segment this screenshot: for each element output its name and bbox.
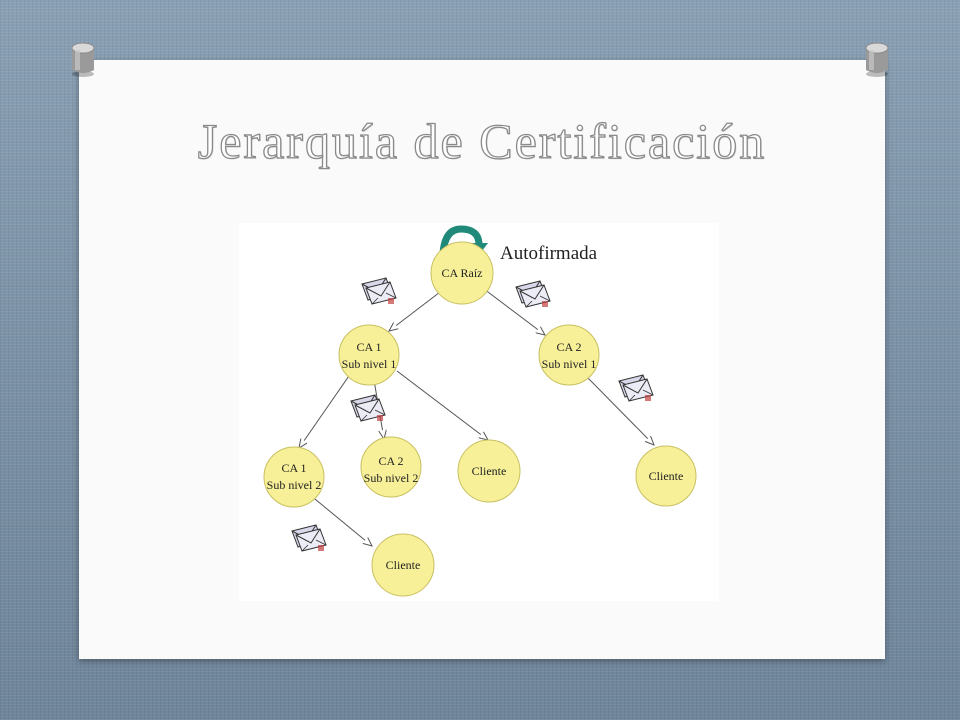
certification-hierarchy-diagram: Autofirmada CA Raíz CA 1 Sub nivel 1 CA … [239, 223, 719, 601]
pushpin-left-icon [71, 42, 95, 77]
diagram-edges [299, 288, 654, 546]
certificate-envelope-icon [618, 374, 654, 402]
certificate-envelope-icon [350, 394, 386, 422]
edge-ca1-cliente [396, 370, 488, 440]
node-ca2-sub-nivel-2: CA 2 Sub nivel 2 [360, 436, 422, 498]
node-label: Sub nivel 1 [342, 357, 397, 371]
node-ca1-sub-nivel-1: CA 1 Sub nivel 1 [338, 324, 400, 386]
pushpin-right-icon [865, 42, 889, 77]
node-cliente-3: Cliente [371, 533, 435, 597]
certificate-envelope-icon [291, 524, 327, 552]
edge-raiz-ca1 [389, 288, 445, 331]
certificate-envelope-icon [361, 277, 397, 305]
node-ca-raiz: CA Raíz [430, 241, 494, 305]
node-label: Cliente [386, 558, 421, 572]
edge-ca1-ca1sub2 [299, 372, 352, 448]
node-label: Sub nivel 2 [267, 478, 322, 492]
edge-ca1sub2-cliente [303, 489, 372, 546]
node-ca2-sub-nivel-1: CA 2 Sub nivel 1 [538, 324, 600, 386]
node-cliente-2: Cliente [635, 445, 697, 507]
node-label: CA Raíz [442, 266, 483, 280]
node-label: CA 2 [378, 454, 403, 468]
node-cliente-1: Cliente [457, 439, 521, 503]
diagram-canvas: Autofirmada CA Raíz CA 1 Sub nivel 1 CA … [263, 225, 697, 597]
annotation-autofirmada: Autofirmada [500, 243, 598, 264]
node-label: Cliente [472, 464, 507, 478]
certificate-envelope-icon [515, 280, 551, 308]
edge-ca2-cliente [584, 374, 654, 445]
node-label: CA 1 [356, 340, 381, 354]
slide-title: Jerarquía de Certificación [197, 112, 767, 169]
node-label: CA 2 [556, 340, 581, 354]
node-ca1-sub-nivel-2: CA 1 Sub nivel 2 [263, 446, 325, 508]
node-label: Sub nivel 1 [542, 357, 597, 371]
node-label: Cliente [649, 469, 684, 483]
node-label: Sub nivel 2 [364, 471, 419, 485]
node-label: CA 1 [281, 461, 306, 475]
edge-raiz-ca2 [483, 288, 545, 335]
